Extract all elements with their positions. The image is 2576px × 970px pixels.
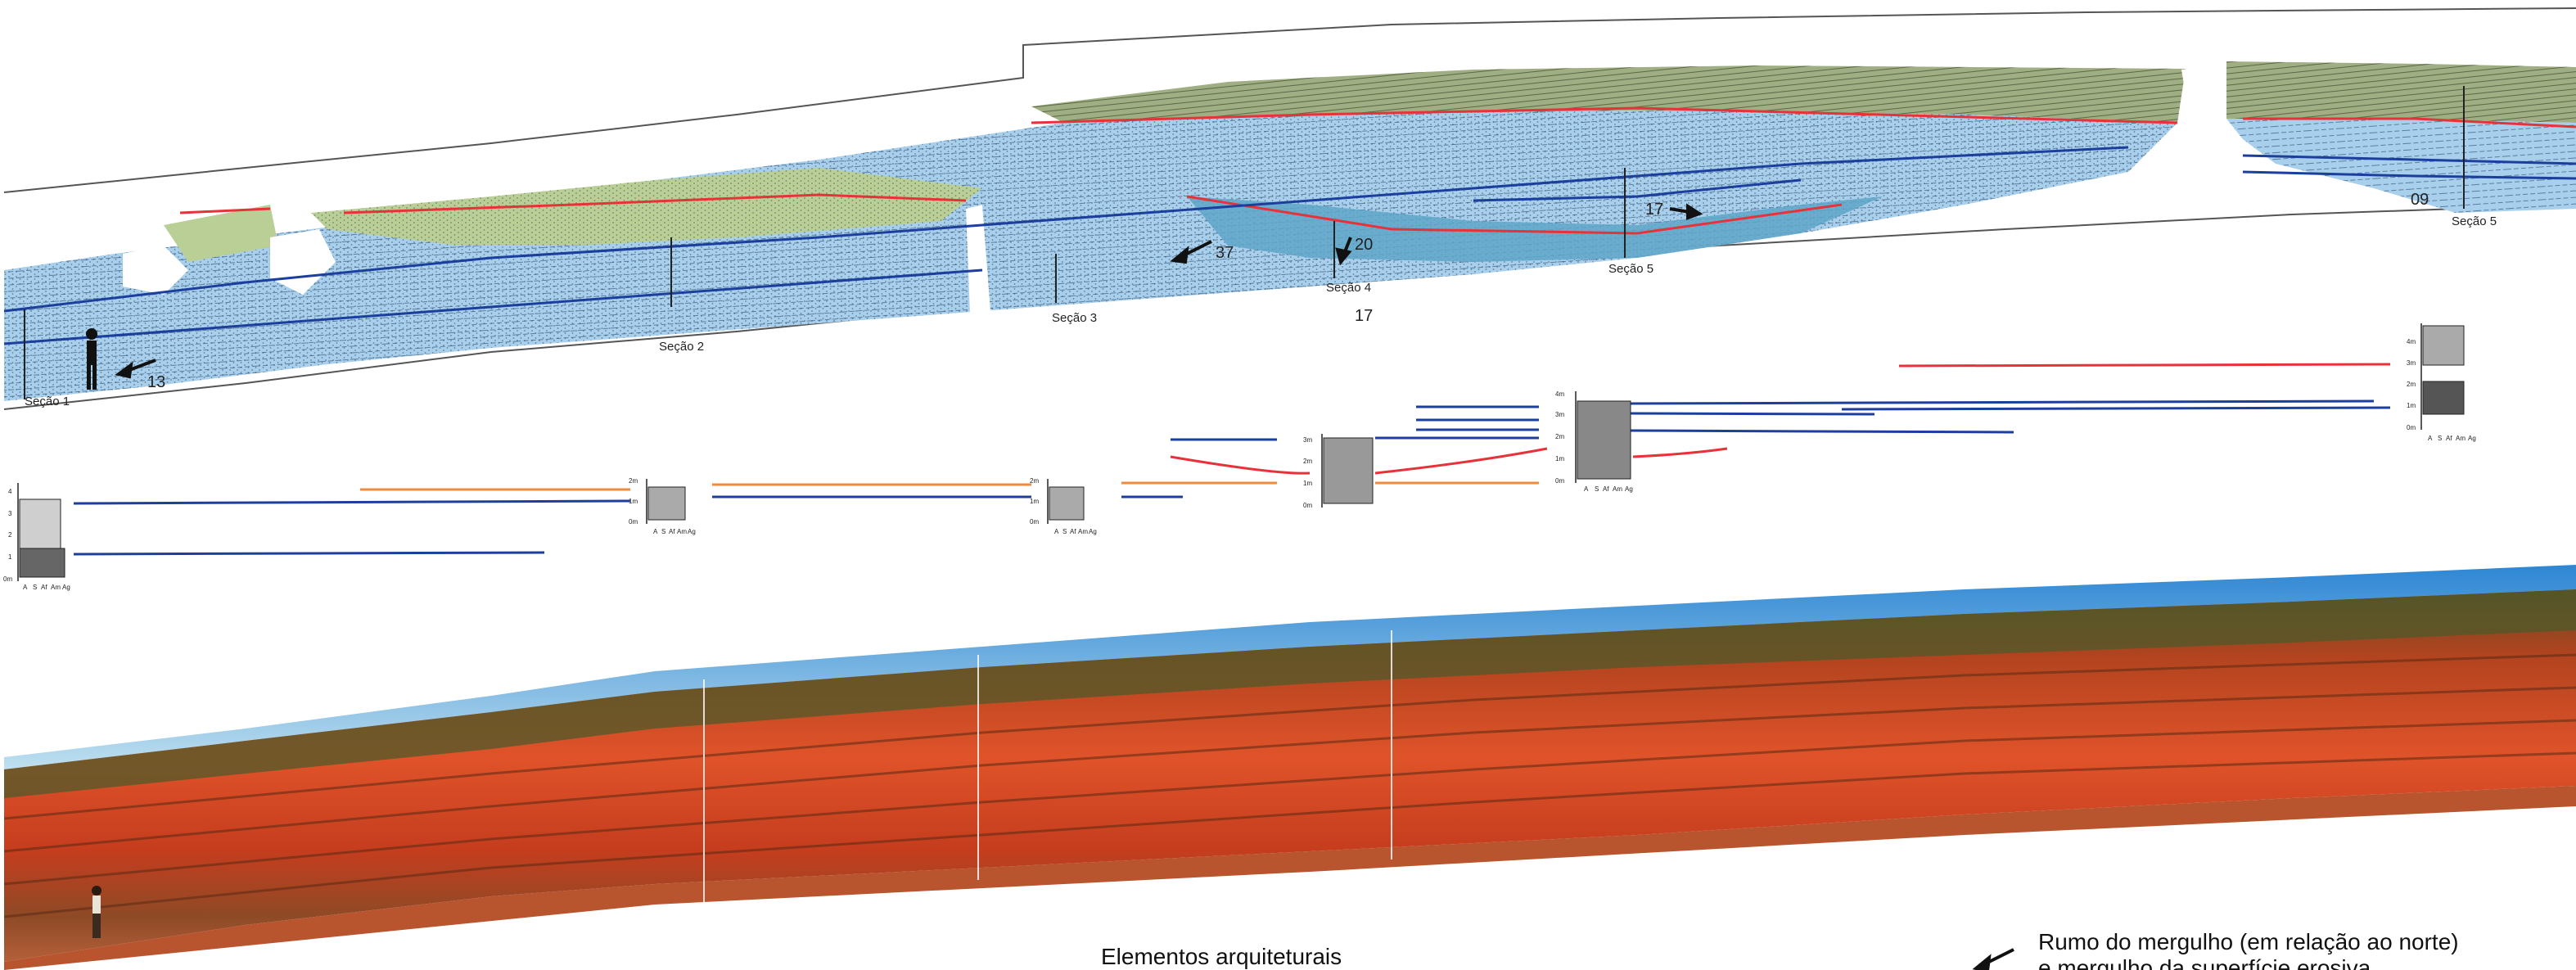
strat-log-6: 0m 1m 2m 3m 4m A S Af Am Ag xyxy=(2407,323,2476,442)
svg-text:S: S xyxy=(1062,528,1067,535)
svg-text:4: 4 xyxy=(8,488,12,495)
svg-text:0m: 0m xyxy=(629,518,638,526)
person-in-photo-icon xyxy=(92,886,102,938)
strat-log-3: 0m 1m 2m A S Af Am Ag xyxy=(1030,477,1097,535)
svg-text:1m: 1m xyxy=(1555,455,1564,462)
svg-text:4m: 4m xyxy=(2407,338,2416,345)
svg-text:3m: 3m xyxy=(1303,436,1312,444)
section-label: Seção 5 xyxy=(1608,262,1653,276)
dip-value: 09 xyxy=(2411,191,2429,209)
svg-text:Am: Am xyxy=(2456,435,2465,442)
strat-log-1: 0m 1 2 3 4 A S Af Am Ag xyxy=(3,483,70,591)
svg-text:2m: 2m xyxy=(1030,477,1039,485)
svg-text:2m: 2m xyxy=(1303,458,1312,465)
svg-text:A: A xyxy=(1584,485,1589,493)
ground-strip xyxy=(4,786,2576,970)
svg-text:3: 3 xyxy=(8,510,12,517)
svg-text:Ag: Ag xyxy=(2468,435,2476,442)
svg-text:1m: 1m xyxy=(629,498,638,505)
svg-text:A: A xyxy=(23,584,28,591)
svg-text:A: A xyxy=(2428,435,2433,442)
svg-text:A: A xyxy=(653,528,658,535)
sky-strip xyxy=(4,565,2576,769)
green-facies-left xyxy=(164,205,278,262)
section-label: Seção 4 xyxy=(1326,281,1371,295)
svg-text:Am: Am xyxy=(1078,528,1088,535)
svg-text:Am: Am xyxy=(1613,485,1622,493)
svg-text:Am: Am xyxy=(51,584,61,591)
svg-text:3m: 3m xyxy=(1555,411,1564,418)
dip-legend-line1: Rumo do mergulho (em relação ao norte) xyxy=(2038,929,2459,954)
svg-text:Ag: Ag xyxy=(688,528,696,535)
svg-text:1: 1 xyxy=(8,553,12,561)
section4-value: 17 xyxy=(1355,307,1373,325)
svg-text:S: S xyxy=(33,584,37,591)
section-label: Seção 2 xyxy=(659,340,704,354)
section-label: Seção 1 xyxy=(25,395,70,408)
correlation-panel: 0m 1 2 3 4 A S Af Am Ag 0m 1m 2m xyxy=(3,323,2476,591)
svg-text:Af: Af xyxy=(1070,528,1076,535)
svg-text:0m: 0m xyxy=(2407,424,2416,431)
section-label: Seção 5 xyxy=(2452,214,2497,228)
svg-text:Ag: Ag xyxy=(1625,485,1633,493)
rock-face xyxy=(4,589,2576,962)
svg-text:Af: Af xyxy=(2446,435,2452,442)
svg-text:1m: 1m xyxy=(1303,480,1312,487)
svg-text:Af: Af xyxy=(1603,485,1609,493)
svg-text:2m: 2m xyxy=(1555,433,1564,440)
svg-text:3m: 3m xyxy=(2407,359,2416,367)
panorama-sketch: Seção 1 Seção 2 Seção 3 Seção 4 Seção 5 … xyxy=(3,7,2576,410)
strat-log-4: 0m 1m 2m 3m xyxy=(1303,434,1374,509)
svg-text:Ag: Ag xyxy=(62,584,70,591)
svg-text:Af: Af xyxy=(41,584,47,591)
svg-text:0m: 0m xyxy=(1303,502,1312,509)
svg-text:S: S xyxy=(661,528,665,535)
svg-text:0m: 0m xyxy=(1555,477,1564,485)
svg-text:2: 2 xyxy=(8,531,12,539)
blue-bounding-surfaces xyxy=(3,146,2576,345)
dip-arrow-icons xyxy=(115,203,1703,379)
red-bounding-surfaces xyxy=(179,106,2576,235)
strat-log-5: 0m 1m 2m 3m 4m A S Af Am Ag xyxy=(1555,390,1633,493)
svg-text:4m: 4m xyxy=(1555,390,1564,398)
svg-text:S: S xyxy=(1595,485,1599,493)
legend: Elementos arquiteturais Rumo do mergulho… xyxy=(1101,929,2459,970)
vegetation-cap xyxy=(4,589,2576,798)
svg-text:A: A xyxy=(1054,528,1059,535)
dip-value: 20 xyxy=(1355,236,1373,254)
dip-value: 13 xyxy=(147,373,165,391)
svg-text:Af: Af xyxy=(669,528,675,535)
svg-text:0m: 0m xyxy=(3,575,12,583)
svg-text:0m: 0m xyxy=(1030,518,1039,526)
dip-value: 17 xyxy=(1645,201,1663,219)
person-scale-icon xyxy=(86,328,97,390)
svg-text:S: S xyxy=(2438,435,2442,442)
svg-text:2m: 2m xyxy=(2407,381,2416,388)
svg-text:2m: 2m xyxy=(629,477,638,485)
dip-legend-line2: e mergulho da superfície erosiva xyxy=(2038,955,2371,970)
svg-text:Ag: Ag xyxy=(1089,528,1097,535)
blue-channel xyxy=(1187,196,1883,262)
outcrop-photo-mosaic xyxy=(3,565,2576,970)
strat-log-2: 0m 1m 2m A S Af Am Ag xyxy=(629,477,696,535)
legend-title: Elementos arquiteturais xyxy=(1101,944,1342,969)
section-label: Seção 3 xyxy=(1052,311,1097,325)
svg-text:1m: 1m xyxy=(1030,498,1039,505)
svg-text:1m: 1m xyxy=(2407,402,2416,409)
dip-value: 37 xyxy=(1216,244,1234,262)
svg-text:Am: Am xyxy=(677,528,687,535)
dip-arrow-legend-icon xyxy=(1972,948,2014,970)
